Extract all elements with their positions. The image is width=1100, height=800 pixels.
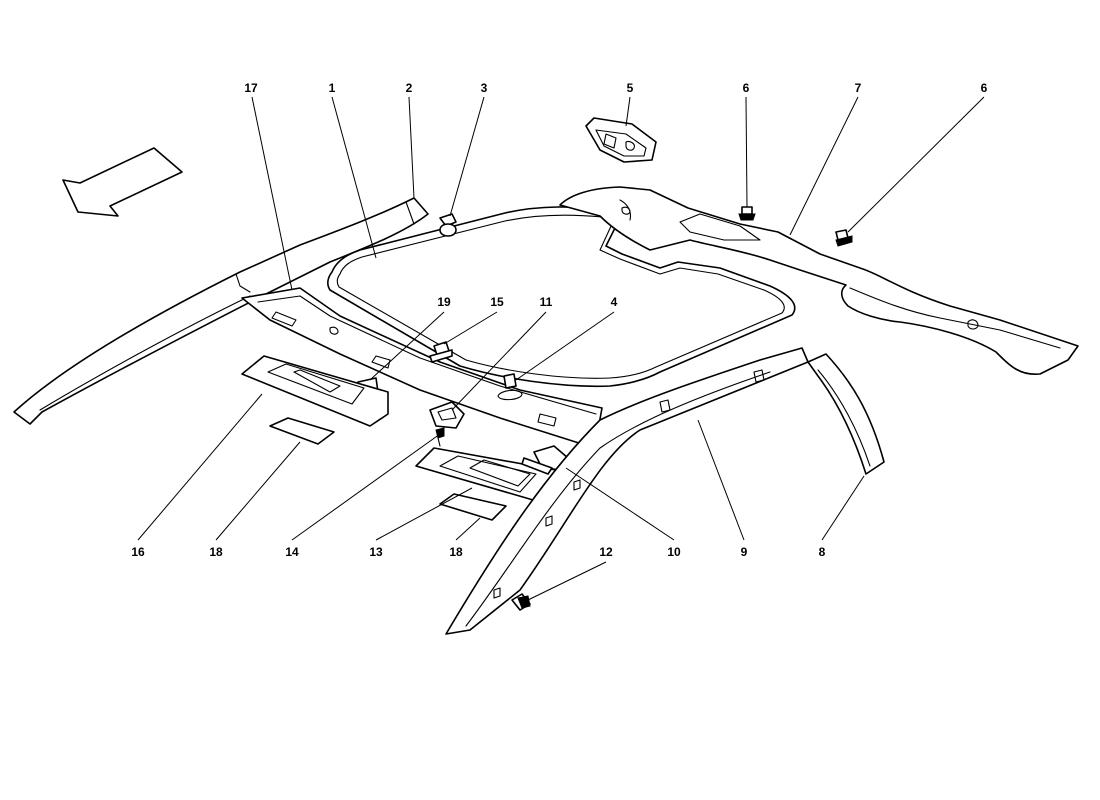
right-pillar-trim <box>445 347 809 635</box>
rear-roof-trim <box>559 186 1079 376</box>
leader-lines <box>137 96 985 601</box>
callout-1: 1 <box>329 81 336 95</box>
interior-light <box>585 117 657 163</box>
callout-7: 7 <box>855 81 862 95</box>
callout-3: 3 <box>481 81 488 95</box>
callout-6-right: 6 <box>981 81 988 95</box>
callout-9: 9 <box>741 545 748 559</box>
callout-12: 12 <box>599 545 613 559</box>
callout-14: 14 <box>285 545 299 559</box>
callout-19: 19 <box>437 295 451 309</box>
rear-pillar-trim <box>807 353 885 475</box>
callout-8: 8 <box>819 545 826 559</box>
left-visor-label <box>269 417 335 445</box>
callout-5: 5 <box>627 81 634 95</box>
right-sun-visor <box>415 447 557 503</box>
right-visor-label <box>439 493 507 521</box>
callout-11: 11 <box>540 295 553 309</box>
callout-18-left: 18 <box>209 545 223 559</box>
callout-4: 4 <box>611 295 618 309</box>
callout-18-right: 18 <box>449 545 463 559</box>
mirror-clip <box>429 341 453 363</box>
trim-clip <box>439 213 457 237</box>
callout-16: 16 <box>131 545 145 559</box>
screw-left <box>738 206 756 221</box>
left-sun-visor <box>241 355 389 427</box>
direction-arrow-icon <box>62 147 183 217</box>
headliner-panel <box>327 206 796 388</box>
callout-13: 13 <box>369 545 383 559</box>
bracket-screw <box>435 427 445 447</box>
visor-bracket <box>429 401 465 429</box>
pillar-screw <box>511 593 531 611</box>
callout-labels: 17 1 2 3 5 6 7 6 19 15 11 4 16 18 14 13 … <box>131 81 987 559</box>
callout-15: 15 <box>490 295 504 309</box>
left-pillar-trim <box>13 197 429 425</box>
callout-6-left: 6 <box>743 81 750 95</box>
callout-10: 10 <box>667 545 681 559</box>
screw-right <box>835 229 853 247</box>
callout-2: 2 <box>406 81 413 95</box>
fastener <box>497 373 523 401</box>
callout-17: 17 <box>244 81 258 95</box>
